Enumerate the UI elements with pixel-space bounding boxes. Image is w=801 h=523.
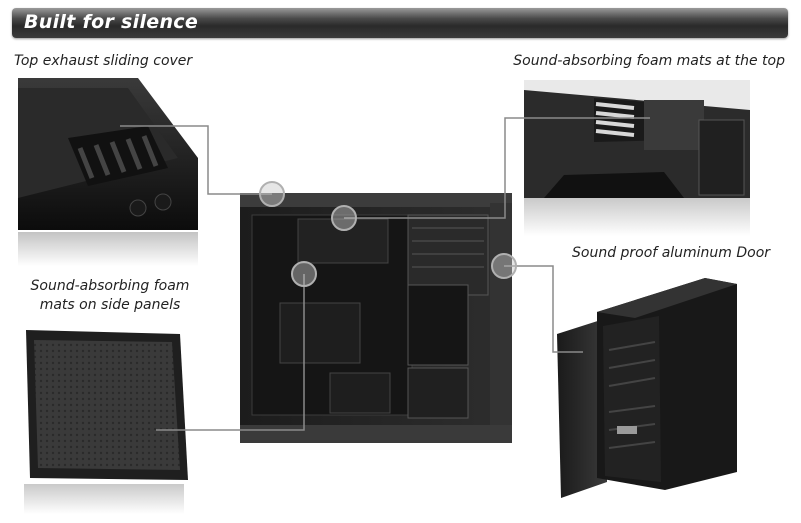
side-panel-reflection [24,484,184,514]
marker-foam-side [291,261,317,287]
label-foam-side-line1: Sound-absorbing foam [30,278,190,294]
foam-top-reflection [524,198,750,236]
top-exhaust-reflection [18,232,198,266]
top-exhaust-cover-photo [18,78,198,230]
marker-door [491,253,517,279]
label-top-exhaust: Top exhaust sliding cover [14,53,193,69]
page-title: Built for silence [24,11,199,33]
label-foam-side: Sound-absorbing foam mats on side panels [14,277,206,315]
case-interior-photo [240,193,512,443]
label-foam-top: Sound-absorbing foam mats at the top [513,53,785,69]
foam-top-photo [524,80,750,198]
label-door: Sound proof aluminum Door [572,245,771,261]
side-panel-foam-photo [20,330,188,482]
aluminum-door-case-photo [555,272,740,498]
marker-top-exhaust [259,181,285,207]
label-foam-side-line2: mats on side panels [39,297,181,313]
marker-foam-top [331,205,357,231]
title-bar: Built for silence [12,8,788,38]
